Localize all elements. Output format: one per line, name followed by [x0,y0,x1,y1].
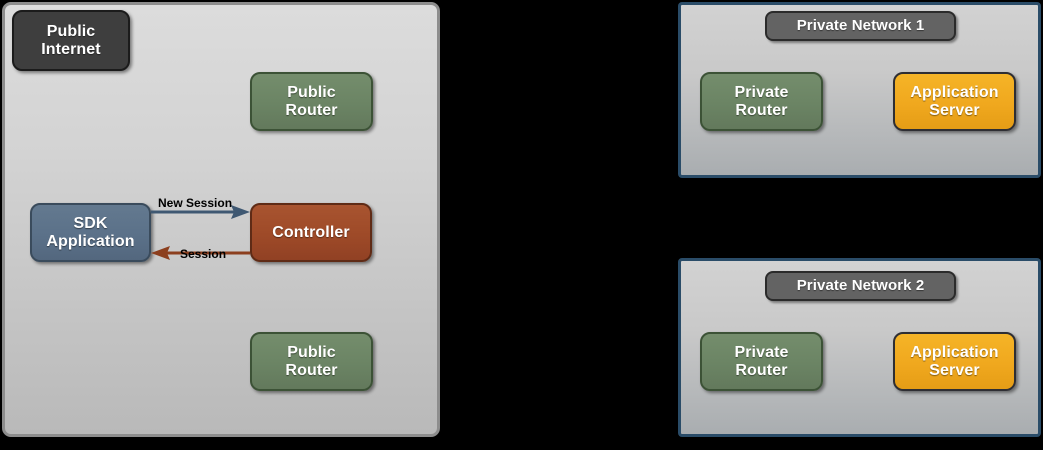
node-application-server-2-line1: Application [910,343,999,361]
node-public-router-top[interactable]: Public Router [250,72,373,131]
node-application-server-2-line2: Server [929,361,980,379]
node-controller-line1: Controller [272,223,350,241]
node-private-router-1[interactable]: Private Router [700,72,823,131]
node-public-router-top-line2: Router [285,101,338,119]
node-sdk-application-line2: Application [46,232,135,250]
node-application-server-2[interactable]: Application Server [893,332,1016,391]
node-sdk-application-line1: SDK [73,214,108,232]
node-sdk-application[interactable]: SDK Application [30,203,151,262]
node-public-router-bottom[interactable]: Public Router [250,332,373,391]
node-public-router-bottom-line1: Public [287,343,336,361]
node-application-server-1-line2: Server [929,101,980,119]
badge-public-internet-line2: Internet [41,40,101,58]
badge-public-internet-line1: Public [46,22,96,40]
badge-private-network-1-label: Private Network 1 [796,16,925,34]
badge-private-network-2-label: Private Network 2 [796,276,925,294]
badge-public-internet: Public Internet [12,10,130,71]
badge-private-network-2: Private Network 2 [765,271,956,301]
node-controller[interactable]: Controller [250,203,372,262]
node-private-router-1-line1: Private [734,83,789,101]
node-private-router-2-line2: Router [735,361,788,379]
node-private-router-2[interactable]: Private Router [700,332,823,391]
badge-private-network-1: Private Network 1 [765,11,956,41]
node-private-router-1-line2: Router [735,101,788,119]
edge-label-new-session: New Session [158,196,233,210]
node-public-router-top-line1: Public [287,83,336,101]
node-application-server-1[interactable]: Application Server [893,72,1016,131]
edge-label-session: Session [180,247,227,261]
node-public-router-bottom-line2: Router [285,361,338,379]
node-application-server-1-line1: Application [910,83,999,101]
node-private-router-2-line1: Private [734,343,789,361]
